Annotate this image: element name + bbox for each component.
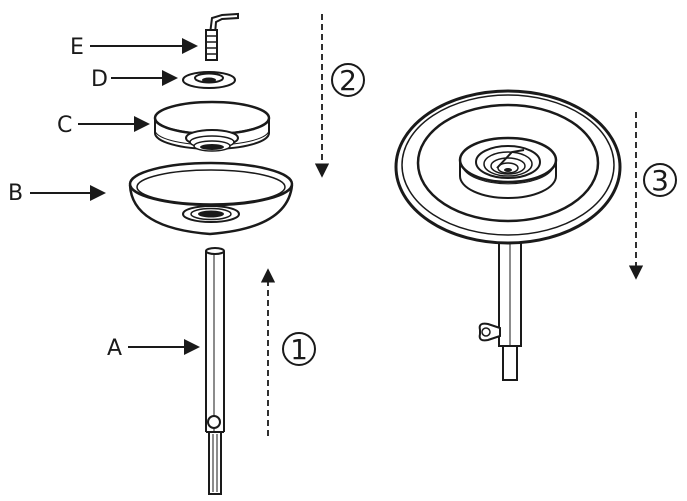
label-d: D: [91, 67, 178, 92]
assembled-stand: [394, 89, 622, 381]
step-1-number: 1: [290, 333, 308, 366]
step-3-number: 3: [651, 164, 669, 197]
part-e-bolt: [205, 12, 239, 61]
label-e: E: [70, 35, 198, 60]
label-d-text: D: [91, 67, 108, 92]
part-d-washer: [182, 71, 236, 89]
label-a-text: A: [107, 336, 122, 361]
label-e-text: E: [70, 35, 84, 60]
label-b-text: B: [8, 181, 23, 206]
part-a-pole: [205, 247, 225, 495]
label-c: C: [57, 113, 150, 138]
part-b-dish: [128, 161, 294, 236]
part-c-cap: [153, 100, 271, 152]
label-a: A: [107, 336, 200, 361]
label-c-text: C: [57, 113, 72, 138]
step-2-number: 2: [339, 64, 357, 97]
step-1-badge: 1: [282, 332, 316, 366]
step-3-badge: 3: [643, 163, 677, 197]
label-b: B: [8, 181, 106, 206]
step-2-badge: 2: [331, 63, 365, 97]
